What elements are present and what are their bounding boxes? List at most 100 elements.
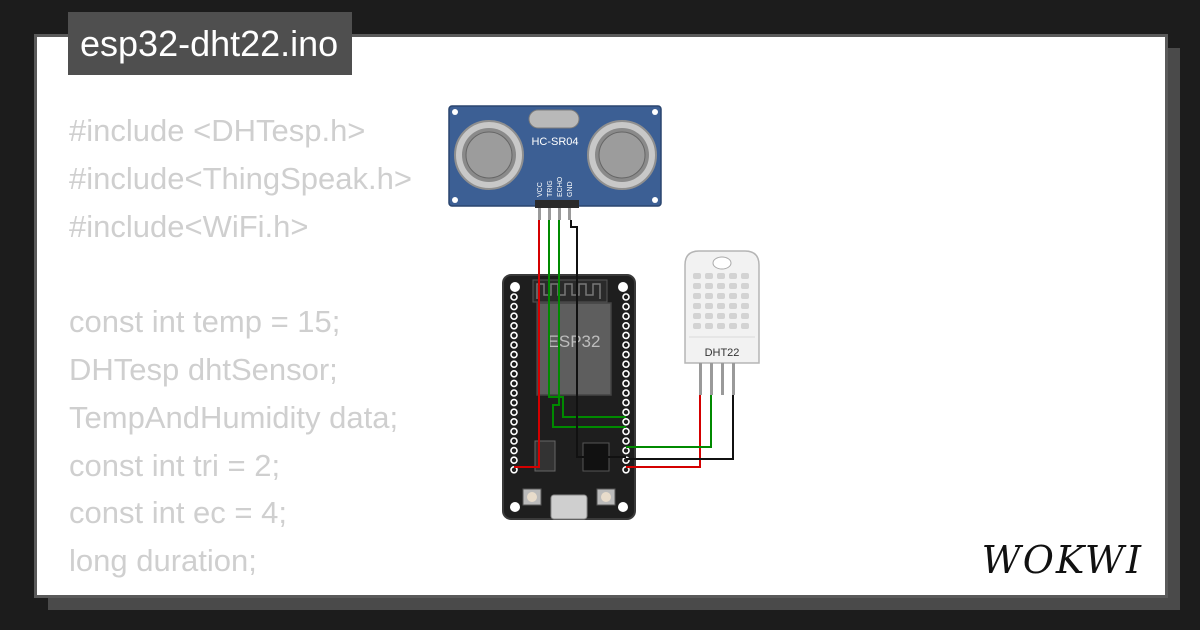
dht22-grille-hole: [693, 313, 701, 319]
esp32-pin[interactable]: [622, 321, 630, 330]
pin-label-vcc: VCC: [537, 182, 544, 197]
dht22-grille-hole: [705, 303, 713, 309]
dht22-grille-hole: [693, 283, 701, 289]
wire-dht-data-green: [626, 395, 712, 448]
esp32-pin[interactable]: [622, 389, 630, 397]
esp32-pin[interactable]: [510, 350, 518, 359]
pin-label-trig: TRIG: [547, 180, 554, 197]
code-line: const int tri = 2;: [69, 447, 281, 483]
dht22-grille-hole: [693, 273, 701, 279]
file-title: esp32-dht22.ino: [68, 12, 353, 75]
dht22-grille-hole: [729, 283, 737, 289]
dht22-grille-hole: [717, 283, 725, 289]
code-line: const int ec = 4;: [69, 495, 287, 531]
esp32-pin[interactable]: [510, 360, 518, 369]
wire-dht-vcc-red: [626, 395, 701, 468]
esp32-pin[interactable]: [510, 331, 518, 340]
dht22-grille-hole: [705, 293, 713, 299]
wire-trig-green: [548, 220, 626, 418]
esp32-label: ESP32: [548, 332, 601, 351]
dht22-grille-hole: [729, 273, 737, 279]
wire-dht-gnd-black: [626, 395, 734, 460]
esp32-pin[interactable]: [510, 302, 518, 311]
code-line: #include <DHTesp.h>: [69, 113, 366, 148]
esp32-pin[interactable]: [510, 312, 518, 321]
wires: [514, 220, 734, 468]
dht22-grille-hole: [717, 313, 725, 319]
esp32-pin[interactable]: [510, 456, 518, 465]
esp32-pin[interactable]: [622, 437, 630, 445]
esp32-pin[interactable]: [622, 341, 630, 349]
esp32-pin[interactable]: [510, 379, 518, 388]
esp32-board[interactable]: ESP32: [502, 274, 636, 520]
dht22-label: DHT22: [705, 347, 740, 359]
code-line: DHTesp dhtSensor;: [69, 351, 338, 387]
dht22-grille-hole: [705, 313, 713, 319]
dht22-grille-hole: [741, 303, 749, 309]
dht22-grille-hole: [717, 293, 725, 299]
esp32-pin[interactable]: [622, 408, 630, 417]
dht22-grille-hole: [741, 313, 749, 319]
dht22-grille-hole: [717, 303, 725, 309]
dht22-grille-hole: [705, 283, 713, 289]
esp32-pin[interactable]: [622, 417, 630, 426]
wokwi-logo: WOKWI: [982, 538, 1143, 581]
dht22-grille-hole: [741, 283, 749, 289]
dht22-grille-hole: [741, 293, 749, 299]
code-preview: #include <DHTesp.h> #include<ThingSpeak.h…: [69, 107, 412, 595]
esp32-pin[interactable]: [622, 369, 630, 378]
esp32-pin[interactable]: [622, 350, 630, 359]
code-line: #include<ThingSpeak.h>: [69, 160, 412, 196]
esp32-left-pins[interactable]: [510, 293, 518, 474]
code-line: TempAndHumidity data;: [69, 399, 399, 435]
esp32-pin[interactable]: [510, 341, 518, 349]
wire-gnd-black: [570, 220, 626, 458]
code-line: float dist;: [69, 585, 412, 595]
esp32-pin[interactable]: [510, 437, 518, 445]
dht22-grille-hole: [741, 323, 749, 329]
code-line: #include<WiFi.h>: [69, 208, 309, 244]
esp32-pin[interactable]: [510, 389, 518, 397]
esp32-pin[interactable]: [510, 293, 518, 301]
esp32-pin[interactable]: [622, 446, 630, 455]
dht22-grille-hole: [729, 313, 737, 319]
esp32-pin[interactable]: [622, 312, 630, 321]
brand-text: WOKWI: [982, 538, 1143, 581]
pin-label-echo: ECHO: [557, 176, 564, 197]
esp32-pin[interactable]: [510, 398, 518, 407]
esp32-pin[interactable]: [510, 408, 518, 417]
pin-label-gnd: GND: [567, 181, 574, 197]
esp32-pin[interactable]: [622, 331, 630, 340]
dht22-grille-hole: [705, 323, 713, 329]
dht22-grille-hole: [717, 273, 725, 279]
dht22-grille-hole: [741, 273, 749, 279]
esp32-pin[interactable]: [510, 446, 518, 455]
code-line: long duration;: [69, 543, 257, 579]
esp32-pin[interactable]: [622, 398, 630, 407]
dht22-grille-hole: [693, 293, 701, 299]
hc-sr04-sensor[interactable]: HC-SR04 VCC TRIG ECHO GND: [448, 105, 662, 220]
code-line: const int temp = 15;: [69, 304, 341, 340]
esp32-pin[interactable]: [622, 302, 630, 311]
dht22-grille-hole: [693, 323, 701, 329]
dht22-grille-hole: [717, 323, 725, 329]
esp32-right-pins[interactable]: [622, 293, 630, 474]
esp32-pin[interactable]: [622, 379, 630, 388]
esp32-pin[interactable]: [510, 427, 518, 436]
preview-card: #include <DHTesp.h> #include<ThingSpeak.h…: [34, 34, 1168, 598]
dht22-grille-hole: [729, 323, 737, 329]
dht22-grille-hole: [705, 273, 713, 279]
dht22-grille-hole: [729, 293, 737, 299]
wire-vcc-red: [514, 220, 540, 468]
circuit-diagram: HC-SR04 VCC TRIG ECHO GND ESP32: [448, 105, 760, 520]
esp32-pin[interactable]: [622, 427, 630, 436]
dht22-grille-hole: [729, 303, 737, 309]
dht22-grille-hole: [693, 303, 701, 309]
esp32-pin[interactable]: [622, 293, 630, 301]
dht22-sensor[interactable]: DHT22: [684, 250, 760, 395]
hc-sr04-label: HC-SR04: [531, 136, 578, 148]
esp32-pin[interactable]: [622, 360, 630, 369]
esp32-pin[interactable]: [510, 417, 518, 426]
esp32-pin[interactable]: [510, 321, 518, 330]
esp32-pin[interactable]: [510, 369, 518, 378]
